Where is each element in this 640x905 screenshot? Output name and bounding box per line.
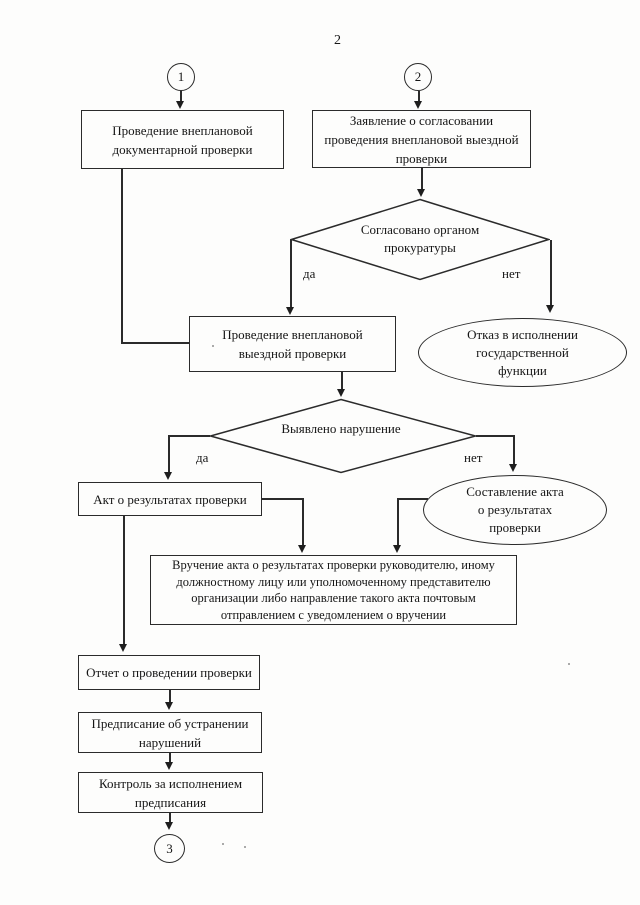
process-box-prescription: Предписание об устранении нарушений	[78, 712, 262, 753]
process-box-documentary-check: Проведение внеплановой документарной про…	[81, 110, 284, 169]
scan-speck	[222, 843, 224, 845]
arrowhead-down-icon	[165, 762, 173, 770]
terminator-ellipse-refusal: Отказ в исполнении государственной функц…	[418, 318, 627, 387]
branch-label-no: нет	[464, 450, 483, 465]
flow-line	[262, 498, 303, 500]
arrowhead-down-icon	[509, 464, 517, 472]
flow-line	[180, 91, 182, 103]
branch-label-yes: да	[303, 266, 316, 281]
arrowhead-down-icon	[546, 305, 554, 313]
process-box-approval-request: Заявление о согласовании проведения внеп…	[312, 110, 531, 168]
flow-line	[341, 372, 343, 390]
flow-line-no	[550, 240, 552, 306]
arrowhead-down-icon	[119, 644, 127, 652]
flow-line	[121, 342, 190, 344]
connector-circle-1-label: 1	[177, 69, 185, 84]
decision-diamond-violation-shape	[209, 398, 477, 474]
flow-line	[421, 168, 423, 190]
arrowhead-down-icon	[165, 702, 173, 710]
flow-line	[397, 498, 428, 500]
decision-diamond-violation-label: Выявлено нарушение	[281, 421, 401, 436]
arrowhead-down-icon	[164, 472, 172, 480]
flow-line	[418, 91, 420, 103]
flow-line-no	[513, 435, 515, 465]
arrowhead-down-icon	[165, 822, 173, 830]
scan-speck	[212, 345, 214, 347]
page-number: 2	[334, 33, 341, 48]
flow-line-yes	[168, 435, 210, 437]
flow-line-yes	[290, 240, 292, 308]
flow-line	[123, 516, 125, 645]
connector-circle-2: 2	[404, 63, 432, 91]
scan-speck	[244, 846, 246, 848]
connector-circle-2-label: 2	[414, 69, 422, 84]
process-box-act-delivery: Вручение акта о результатах проверки рук…	[150, 555, 517, 625]
arrowhead-down-icon	[176, 101, 184, 109]
connector-circle-1: 1	[167, 63, 195, 91]
branch-label-no: нет	[502, 266, 521, 281]
flow-line-no	[476, 435, 514, 437]
flow-line	[169, 753, 171, 763]
arrowhead-down-icon	[393, 545, 401, 553]
arrowhead-down-icon	[286, 307, 294, 315]
connector-circle-3-label: 3	[166, 840, 173, 856]
arrowhead-down-icon	[298, 545, 306, 553]
process-box-act-results: Акт о результатах проверки	[78, 482, 262, 516]
flow-line	[302, 498, 304, 546]
arrowhead-down-icon	[337, 389, 345, 397]
branch-label-yes: да	[196, 450, 209, 465]
decision-diamond-prosecutor-label: Согласовано органом прокуратуры	[360, 222, 480, 255]
process-box-control: Контроль за исполнением предписания	[78, 772, 263, 813]
flow-line	[121, 168, 123, 343]
process-box-report: Отчет о проведении проверки	[78, 655, 260, 690]
arrowhead-down-icon	[417, 189, 425, 197]
flow-line	[397, 498, 399, 546]
flow-line	[169, 813, 171, 823]
connector-circle-3: 3	[154, 834, 185, 863]
decision-diamond-prosecutor-shape	[290, 198, 550, 281]
process-box-field-check: Проведение внеплановой выездной проверки	[189, 316, 396, 372]
terminator-ellipse-act-drafting: Составление акта о результатах проверки	[423, 475, 607, 545]
flow-line-yes	[168, 435, 170, 473]
scan-speck	[568, 663, 570, 665]
flow-line	[169, 690, 171, 703]
arrowhead-down-icon	[414, 101, 422, 109]
